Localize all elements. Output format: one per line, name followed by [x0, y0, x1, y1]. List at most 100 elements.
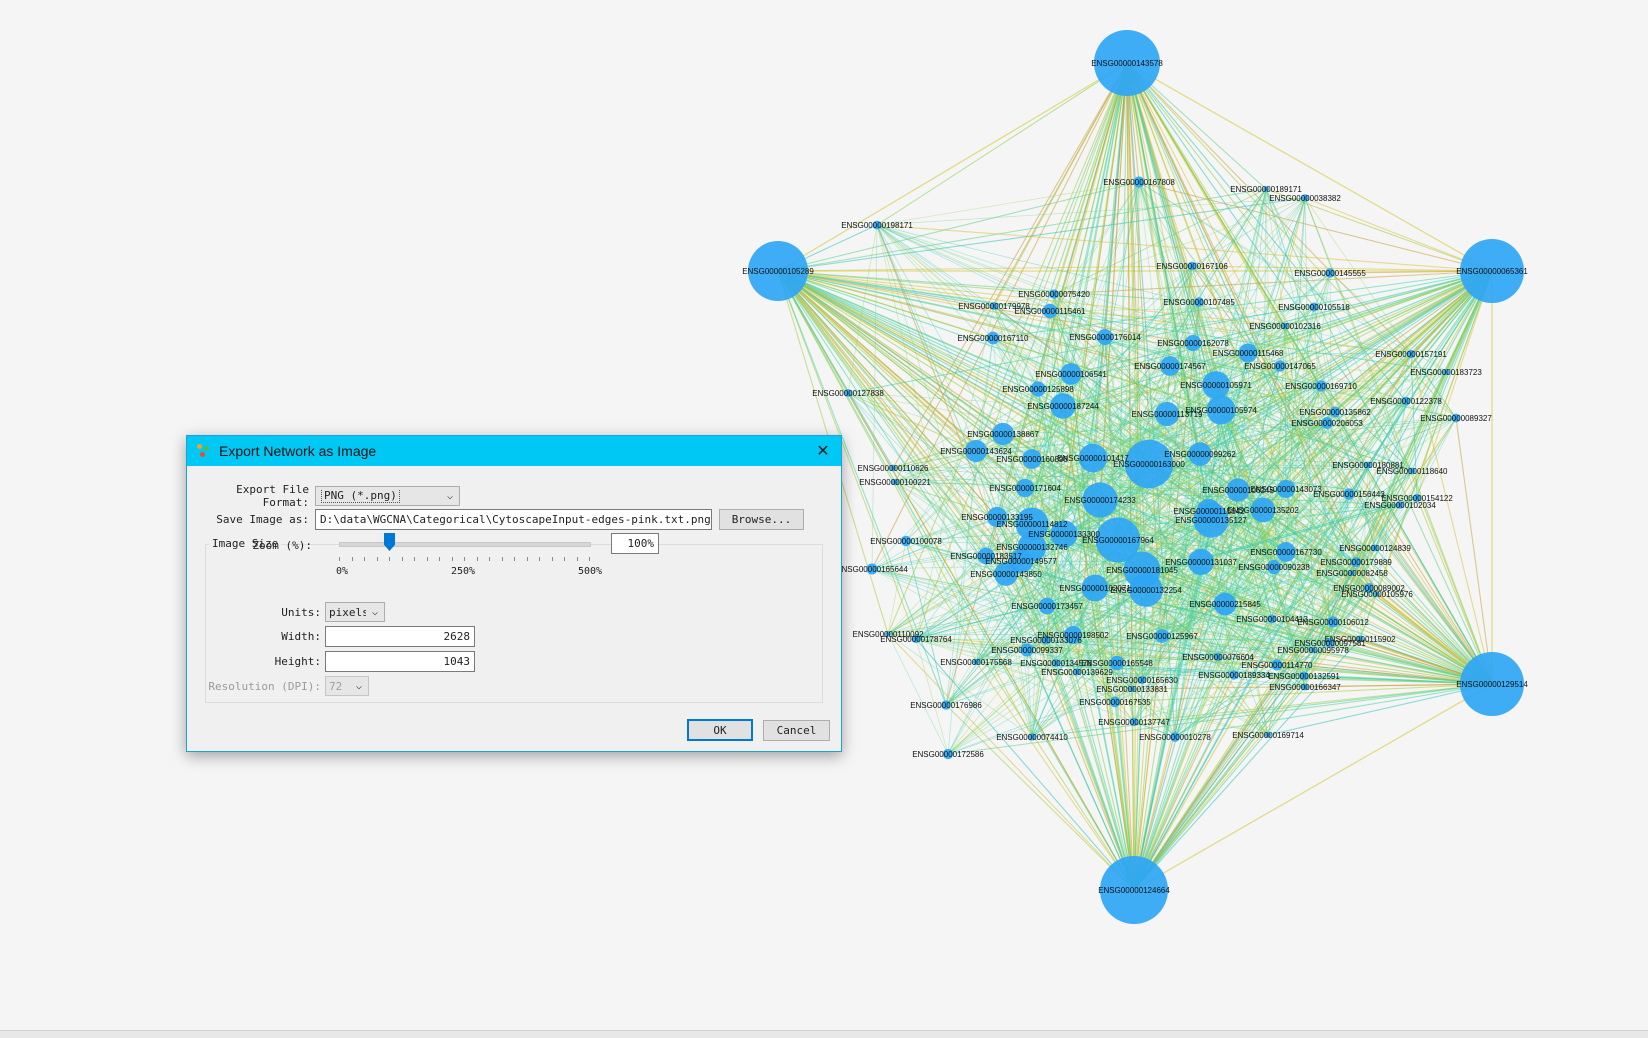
gene-node[interactable]	[1321, 417, 1333, 429]
width-input[interactable]: 2628	[325, 626, 475, 647]
save-path-input[interactable]: D:\data\WGCNA\Categorical\CytoscapeInput…	[315, 509, 712, 530]
gene-node[interactable]	[1063, 625, 1083, 645]
gene-node[interactable]	[911, 634, 921, 644]
units-select[interactable]: pixels ⌵	[325, 602, 385, 622]
gene-node[interactable]	[1193, 502, 1229, 538]
gene-node[interactable]	[1060, 363, 1082, 385]
hub-gene-node[interactable]	[1100, 856, 1168, 924]
gene-node[interactable]	[1022, 449, 1042, 469]
gene-node[interactable]	[1309, 302, 1319, 312]
gene-node[interactable]	[889, 464, 897, 472]
gene-node[interactable]	[1310, 647, 1316, 653]
gene-node[interactable]	[1124, 439, 1174, 489]
gene-node[interactable]	[1371, 544, 1379, 552]
gene-node[interactable]	[1097, 329, 1113, 345]
gene-node[interactable]	[986, 506, 1008, 528]
gene-node[interactable]	[1049, 289, 1059, 299]
gene-node[interactable]	[1133, 176, 1145, 188]
gene-node[interactable]	[972, 658, 980, 666]
gene-node[interactable]	[1348, 569, 1356, 577]
gene-node[interactable]	[964, 439, 988, 463]
gene-node[interactable]	[1050, 393, 1076, 419]
gene-node[interactable]	[1442, 368, 1450, 376]
gene-node[interactable]	[1078, 443, 1108, 473]
gene-node[interactable]	[1266, 559, 1282, 575]
gene-node[interactable]	[1050, 520, 1078, 548]
gene-node[interactable]	[1327, 616, 1339, 628]
gene-node[interactable]	[1073, 668, 1081, 676]
gene-node[interactable]	[1129, 717, 1139, 727]
gene-node[interactable]	[1374, 591, 1380, 597]
gene-node[interactable]	[1364, 583, 1374, 593]
cancel-button[interactable]: Cancel	[763, 720, 830, 741]
gene-node[interactable]	[1325, 268, 1335, 278]
gene-node[interactable]	[1020, 643, 1034, 657]
gene-node[interactable]	[1274, 360, 1286, 372]
gene-node[interactable]	[1264, 731, 1272, 739]
gene-node[interactable]	[1343, 488, 1355, 500]
gene-node[interactable]	[1030, 381, 1046, 397]
gene-node[interactable]	[986, 331, 1000, 345]
gene-node[interactable]	[1155, 629, 1169, 643]
gene-node[interactable]	[991, 422, 1015, 446]
gene-node[interactable]	[1263, 186, 1269, 192]
hub-gene-node[interactable]	[1460, 652, 1524, 716]
gene-node[interactable]	[1160, 356, 1180, 376]
gene-node[interactable]	[977, 547, 995, 565]
gene-node[interactable]	[1202, 371, 1230, 399]
ok-button[interactable]: OK	[687, 719, 753, 741]
gene-node[interactable]	[1154, 401, 1180, 427]
gene-node[interactable]	[1187, 261, 1197, 271]
gene-node[interactable]	[1015, 478, 1035, 498]
gene-node[interactable]	[1184, 334, 1202, 352]
gene-node[interactable]	[1276, 542, 1296, 562]
gene-node[interactable]	[885, 631, 891, 637]
gene-node[interactable]	[1315, 380, 1327, 392]
dialog-titlebar[interactable]: Export Network as Image ✕	[187, 436, 841, 466]
gene-node[interactable]	[1226, 478, 1250, 502]
gene-node[interactable]	[1052, 659, 1060, 667]
gene-node[interactable]	[1276, 479, 1296, 499]
gene-node[interactable]	[1396, 501, 1404, 509]
gene-node[interactable]	[1213, 592, 1237, 616]
gene-node[interactable]	[1250, 497, 1276, 523]
close-icon[interactable]: ✕	[816, 443, 830, 460]
gene-node[interactable]	[1412, 493, 1422, 503]
gene-node[interactable]	[1109, 696, 1121, 708]
gene-node[interactable]	[1267, 614, 1277, 624]
gene-node[interactable]	[844, 389, 852, 397]
gene-node[interactable]	[1137, 675, 1147, 685]
gene-node[interactable]	[1109, 655, 1125, 671]
gene-node[interactable]	[942, 748, 954, 760]
zoom-slider-thumb[interactable]	[384, 533, 395, 551]
gene-node[interactable]	[1238, 343, 1258, 363]
zoom-slider-track[interactable]	[339, 542, 591, 547]
gene-node[interactable]	[1095, 517, 1141, 563]
gene-node[interactable]	[1325, 638, 1335, 648]
gene-node[interactable]	[1408, 467, 1416, 475]
gene-node[interactable]	[891, 478, 899, 486]
gene-node[interactable]	[1271, 659, 1283, 671]
gene-node[interactable]	[1350, 556, 1362, 568]
gene-node[interactable]	[1229, 670, 1239, 680]
gene-node[interactable]	[1038, 597, 1056, 615]
gene-node[interactable]	[1406, 349, 1416, 359]
gene-node[interactable]	[1170, 732, 1180, 742]
gene-node[interactable]	[1187, 548, 1215, 576]
gene-node[interactable]	[1206, 395, 1236, 425]
gene-node[interactable]	[872, 220, 882, 230]
gene-node[interactable]	[1401, 396, 1411, 406]
gene-node[interactable]	[1028, 733, 1036, 741]
hub-gene-node[interactable]	[748, 241, 808, 301]
gene-node[interactable]	[1451, 413, 1461, 423]
gene-node[interactable]	[1128, 685, 1136, 693]
gene-node[interactable]	[1213, 652, 1223, 662]
gene-node[interactable]	[1129, 573, 1163, 607]
height-input[interactable]: 1043	[325, 651, 475, 672]
gene-node[interactable]	[994, 562, 1018, 586]
gene-node[interactable]	[900, 535, 912, 547]
zoom-percent-input[interactable]: 100%	[611, 533, 659, 554]
gene-node[interactable]	[1194, 297, 1204, 307]
gene-node[interactable]	[1015, 507, 1049, 541]
